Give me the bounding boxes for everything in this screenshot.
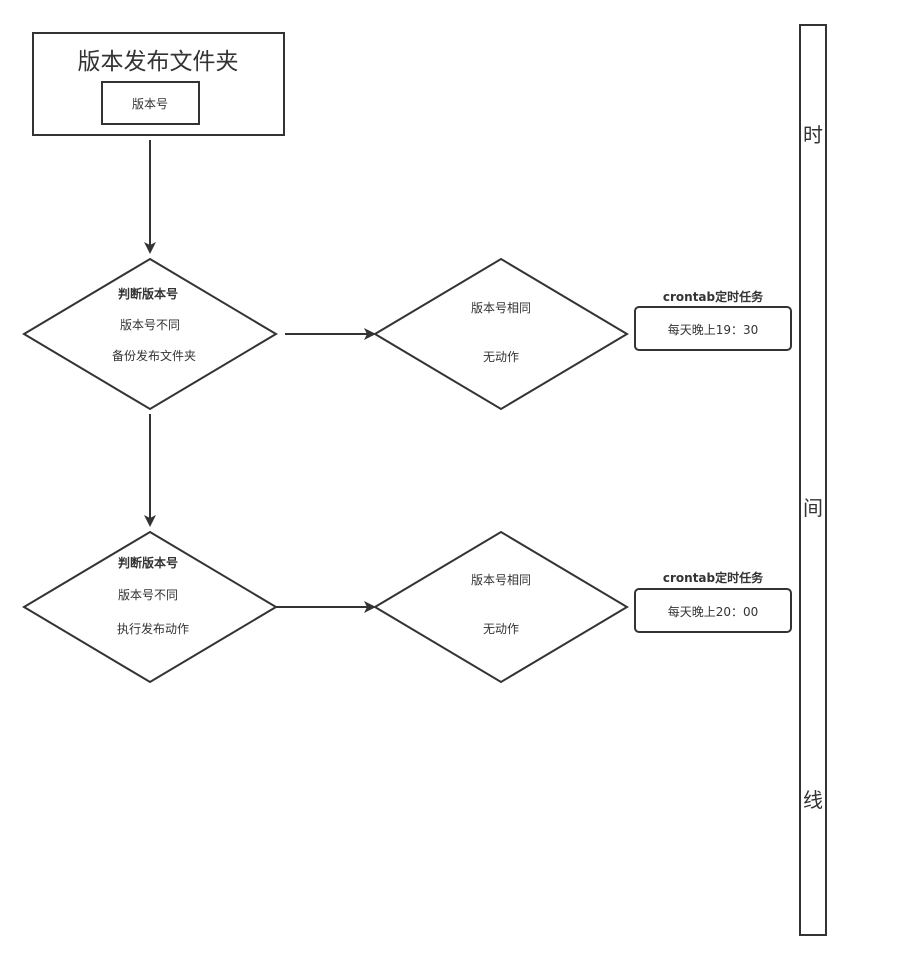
release-same-line2: 无动作 [483,622,519,636]
release-cron-block: crontab定时任务 每天晚上20：00 [634,570,792,633]
timeline-char-1: 时 [803,123,823,147]
backup-cron-title: crontab定时任务 [663,289,764,304]
timeline-bar: 时 间 线 [799,24,827,936]
release-cron-box [634,588,792,633]
release-decision-line2: 执行发布动作 [117,621,189,636]
backup-cron-block: crontab定时任务 每天晚上19：30 [634,289,792,351]
release-decision-line1: 版本号不同 [118,588,178,602]
backup-decision-title: 判断版本号 [118,286,178,301]
version-number-box [101,81,200,125]
release-same-version-diamond: 版本号相同 无动作 [373,530,629,684]
backup-same-version-diamond: 版本号相同 无动作 [373,257,629,411]
backup-cron-time: 每天晚上19：30 [668,322,759,337]
release-folder-title: 版本发布文件夹 [78,49,239,75]
backup-cron-box [634,306,792,351]
backup-same-line1: 版本号相同 [471,301,531,315]
release-cron-title: crontab定时任务 [663,570,764,585]
timeline-char-2: 间 [803,496,823,520]
release-folder-box: 版本发布文件夹 版本号 [32,32,285,136]
backup-same-line2: 无动作 [483,350,519,364]
backup-decision-diamond: 判断版本号 版本号不同 备份发布文件夹 [22,257,278,411]
release-same-line1: 版本号相同 [471,573,531,587]
backup-decision-line2: 备份发布文件夹 [112,348,196,363]
release-cron-time: 每天晚上20：00 [668,604,759,619]
backup-decision-line1: 版本号不同 [120,318,180,332]
release-decision-diamond: 判断版本号 版本号不同 执行发布动作 [22,530,278,684]
version-number-label: 版本号 [132,97,168,111]
release-decision-title: 判断版本号 [118,555,178,570]
timeline-char-3: 线 [803,788,823,812]
